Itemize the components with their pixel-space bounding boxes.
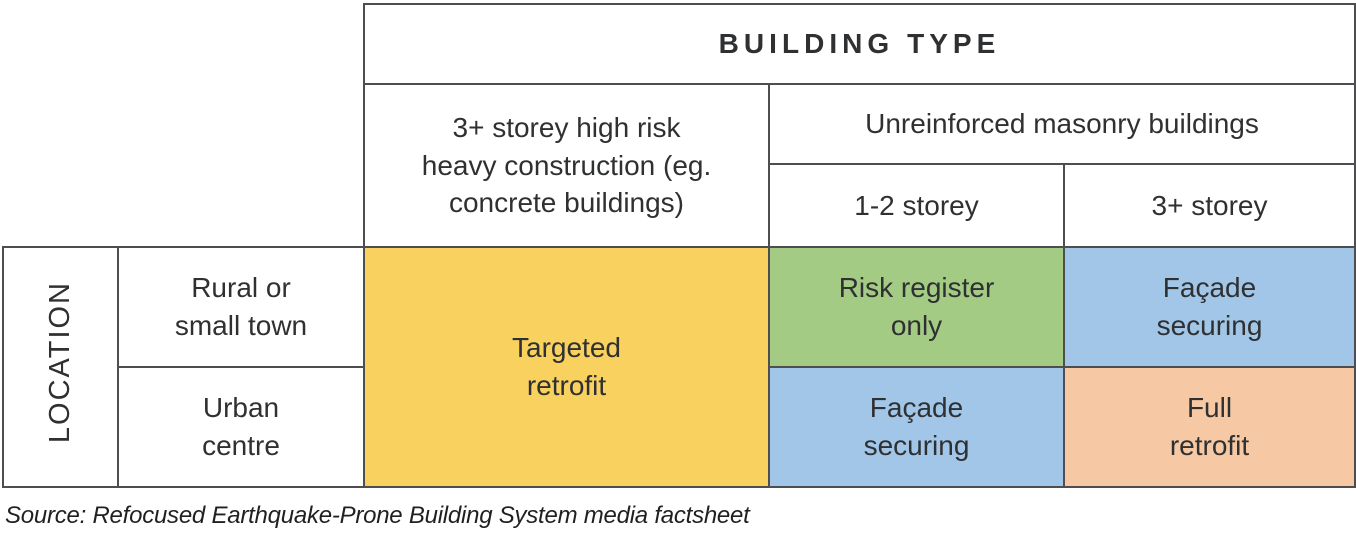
column-header-masonry-1-2-storey: 1-2 storey [768, 163, 1065, 248]
top-left-spacer [3, 4, 364, 84]
location-header: LOCATION [2, 246, 119, 488]
column-header-masonry-3plus-storey: 3+ storey [1063, 163, 1356, 248]
epb-requirements-matrix: BUILDING TYPE 3+ storey high risk heavy … [2, 3, 1356, 488]
cell-risk-register-only: Risk register only [768, 246, 1065, 368]
column-header-concrete: 3+ storey high risk heavy construction (… [363, 83, 770, 248]
location-header-label: LOCATION [43, 281, 76, 444]
building-type-header: BUILDING TYPE [363, 3, 1356, 85]
source-caption: Source: Refocused Earthquake-Prone Build… [5, 502, 750, 529]
row-header-urban: Urban centre [117, 366, 365, 488]
row-header-rural: Rural or small town [117, 246, 365, 368]
header-spacer [3, 164, 364, 247]
cell-facade-securing-urban: Façade securing [768, 366, 1065, 488]
cell-facade-securing-rural: Façade securing [1063, 246, 1356, 368]
cell-targeted-retrofit: Targeted retrofit [363, 246, 770, 488]
column-header-masonry: Unreinforced masonry buildings [768, 83, 1356, 165]
header-spacer [3, 84, 364, 164]
cell-full-retrofit: Full retrofit [1063, 366, 1356, 488]
